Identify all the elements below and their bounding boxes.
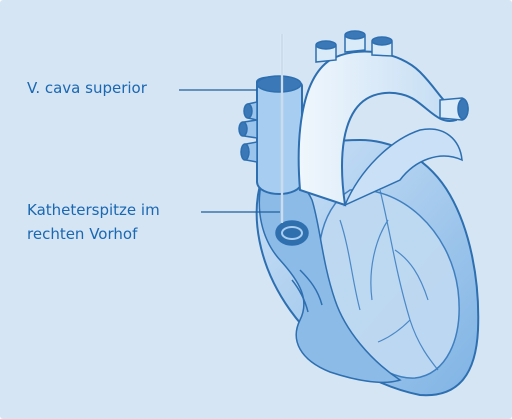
label-vena-cava-superior: V. cava superior [27,78,147,98]
atrial-opening [276,221,308,245]
pulmonary-veins [239,102,257,162]
label-catheter-tip-line2: rechten Vorhof [27,224,137,244]
label-catheter-tip-line1: Katheterspitze im [27,200,160,220]
vena-cava-superior [257,77,302,194]
